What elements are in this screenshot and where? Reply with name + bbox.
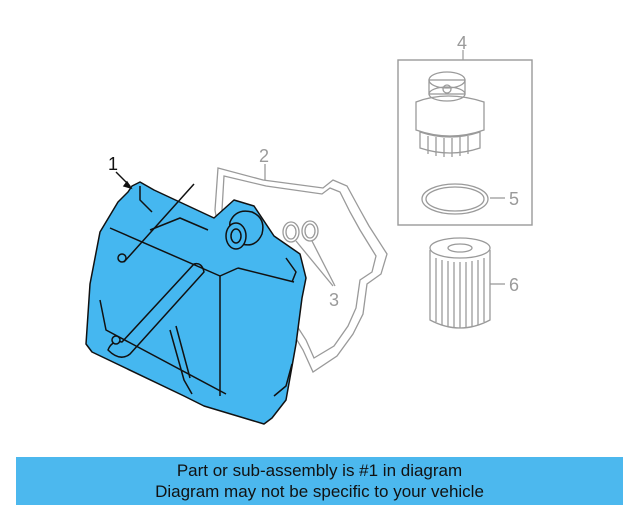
info-banner: Part or sub-assembly is #1 in diagram Di… xyxy=(16,457,623,505)
callout-3: 3 xyxy=(329,290,339,310)
callout-6: 6 xyxy=(509,275,519,295)
o-ring xyxy=(421,183,505,215)
parts-diagram: 1 2 3 4 5 6 xyxy=(85,33,533,425)
banner-line-1: Part or sub-assembly is #1 in diagram xyxy=(176,461,463,480)
part-4-box xyxy=(397,50,533,226)
callout-2: 2 xyxy=(259,146,269,166)
callout-1-leader xyxy=(115,171,133,190)
banner-line-2: Diagram may not be specific to your vehi… xyxy=(155,482,484,501)
callout-4: 4 xyxy=(457,33,467,53)
oil-pan xyxy=(85,181,307,425)
seals xyxy=(282,220,336,287)
oil-filter-cap xyxy=(415,71,485,157)
filter-element xyxy=(429,237,505,329)
callout-1: 1 xyxy=(108,154,118,174)
callout-5: 5 xyxy=(509,189,519,209)
